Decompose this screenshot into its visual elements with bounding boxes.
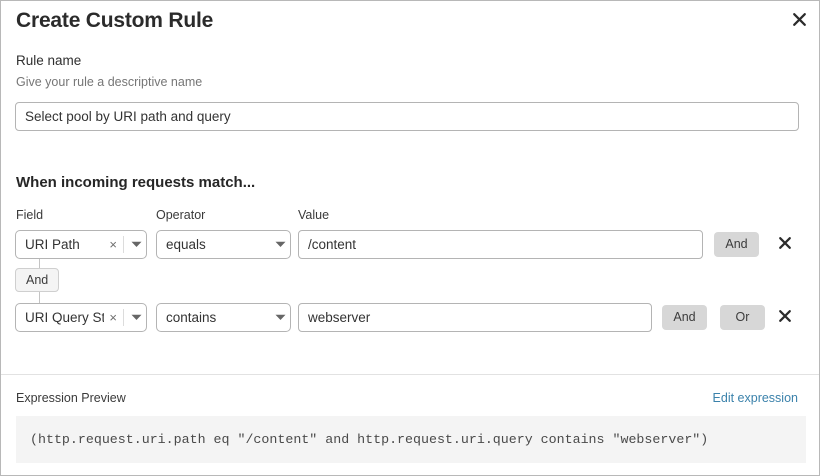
chevron-down-icon-glyph xyxy=(275,241,285,247)
dialog-title: Create Custom Rule xyxy=(16,9,214,32)
row-2-field-clear-icon[interactable]: × xyxy=(109,310,117,325)
row-2-field-value: URI Query St... xyxy=(25,310,105,325)
delete-icon-glyph xyxy=(779,310,791,322)
close-icon[interactable] xyxy=(788,8,810,30)
row-1-field-select[interactable]: URI Path × xyxy=(15,230,147,259)
chevron-down-icon-glyph xyxy=(131,314,141,320)
preview-divider xyxy=(1,374,819,375)
row-2-and-button[interactable]: And xyxy=(662,305,707,330)
row-2-operator-select[interactable]: contains xyxy=(156,303,291,332)
row-1-value-input[interactable] xyxy=(298,230,703,259)
row-1-operator-value: equals xyxy=(166,237,206,252)
column-header-operator: Operator xyxy=(156,208,206,222)
match-section-heading: When incoming requests match... xyxy=(16,174,256,191)
chevron-down-icon[interactable] xyxy=(270,241,290,248)
column-header-value: Value xyxy=(298,208,330,222)
rule-name-sublabel: Give your rule a descriptive name xyxy=(16,75,203,89)
row-2-value-input[interactable] xyxy=(298,303,652,332)
rule-name-input[interactable] xyxy=(15,102,799,131)
delete-icon-glyph xyxy=(779,237,791,249)
chevron-down-icon-glyph xyxy=(275,314,285,320)
row-2-delete-icon[interactable] xyxy=(775,306,795,326)
row-1-operator-select[interactable]: equals xyxy=(156,230,291,259)
column-header-field: Field xyxy=(16,208,44,222)
row-1-and-button[interactable]: And xyxy=(714,232,759,257)
expression-preview-label: Expression Preview xyxy=(16,391,126,405)
chevron-down-icon[interactable] xyxy=(270,314,290,321)
row-2-operator-value: contains xyxy=(166,310,217,325)
rule-name-label: Rule name xyxy=(16,53,82,68)
row-1-field-clear-icon[interactable]: × xyxy=(109,237,117,252)
row-1-delete-icon[interactable] xyxy=(775,233,795,253)
row-2-or-button[interactable]: Or xyxy=(720,305,765,330)
expression-preview-text: (http.request.uri.path eq "/content" and… xyxy=(30,432,709,447)
chevron-down-icon-glyph xyxy=(131,241,141,247)
row-2-field-divider xyxy=(123,309,124,326)
expression-preview-box: (http.request.uri.path eq "/content" and… xyxy=(16,416,806,463)
chevron-down-icon[interactable] xyxy=(126,314,146,321)
edit-expression-link[interactable]: Edit expression xyxy=(712,391,798,405)
row-connector-and-badge[interactable]: And xyxy=(15,268,60,292)
close-icon-glyph xyxy=(792,12,806,26)
chevron-down-icon[interactable] xyxy=(126,241,146,248)
row-1-field-divider xyxy=(123,236,124,253)
row-1-field-value: URI Path xyxy=(25,237,80,252)
row-2-field-select[interactable]: URI Query St... × xyxy=(15,303,147,332)
